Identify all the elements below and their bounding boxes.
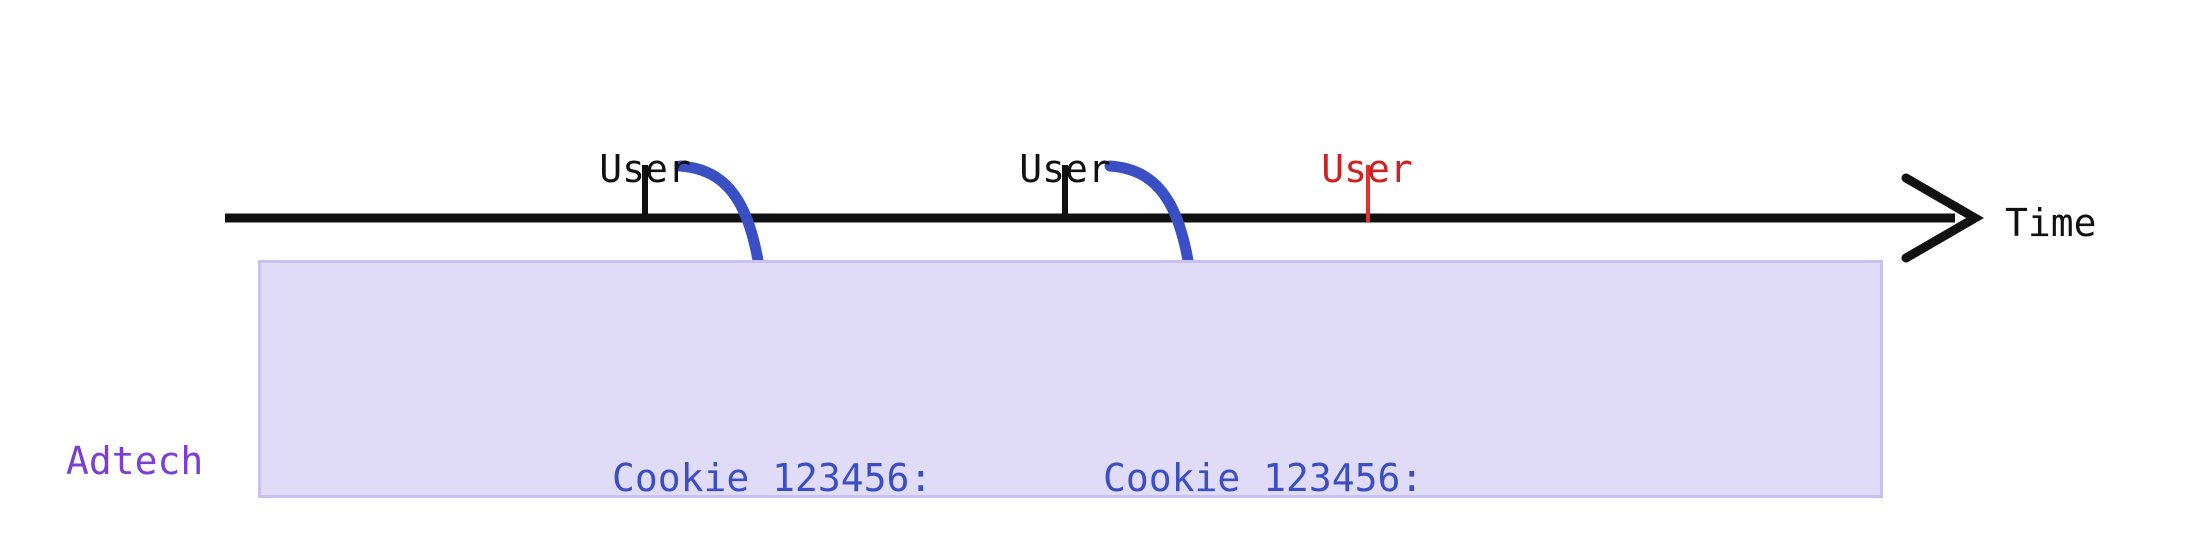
time-axis-label: Time	[2005, 201, 2097, 245]
event-label-conversion-line1: User	[1019, 146, 1111, 191]
record-ad-clicked: Cookie 123456: Ad clicked	[612, 353, 1032, 534]
record-ad-clicked-line1: Cookie 123456:	[612, 456, 933, 501]
record-converted-line1: Cookie 123456:	[1103, 456, 1424, 501]
adtech-server-label-line1: Adtech	[66, 439, 204, 484]
event-label-ad-click-line1: User	[599, 146, 691, 191]
adtech-server-lane	[258, 260, 1883, 498]
adtech-server-label: Adtech server	[66, 336, 266, 534]
event-label-clear-data-line1: User	[1321, 146, 1413, 191]
record-converted: Cookie 123456: Converted	[1103, 353, 1523, 534]
arrow-right-icon	[1901, 173, 1984, 263]
